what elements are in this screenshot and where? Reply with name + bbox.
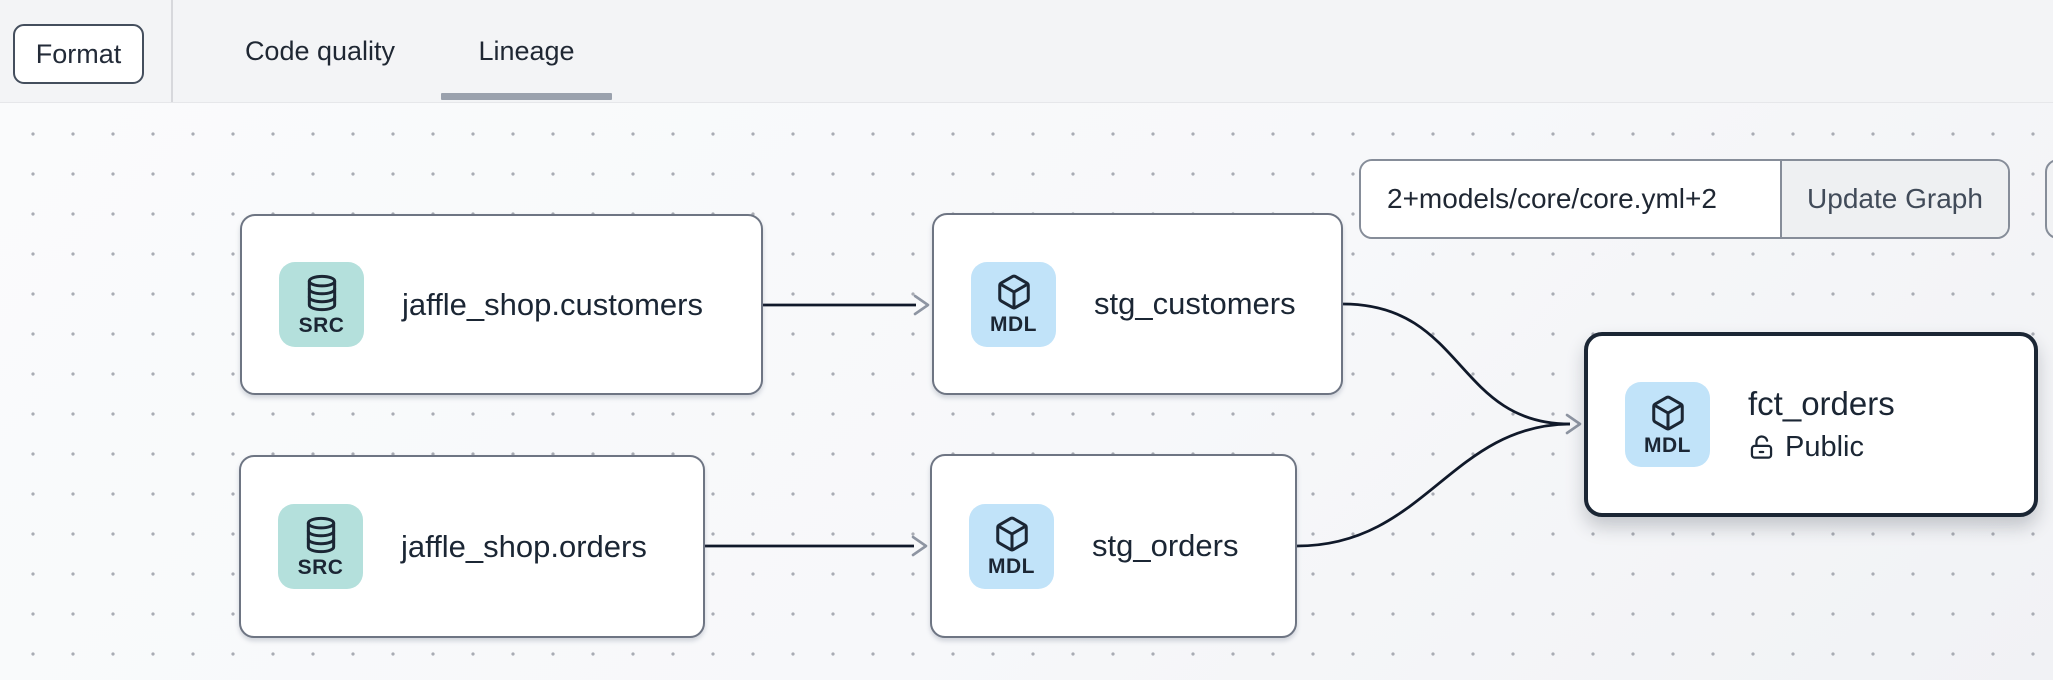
access-badge: Public — [1748, 431, 1895, 464]
edge-stg-orders-to-fct-orders[interactable] — [1296, 422, 1571, 548]
badge-label: MDL — [1644, 433, 1691, 457]
badge-label: MDL — [988, 555, 1035, 578]
lineage-selector-input[interactable] — [1361, 161, 1780, 237]
badge-label: SRC — [298, 313, 345, 337]
node-label: jaffle_shop.orders — [401, 528, 647, 564]
database-icon — [306, 516, 335, 553]
toolbar-divider — [171, 0, 173, 102]
arrowhead-icon — [1565, 413, 1582, 435]
access-label: Public — [1785, 431, 1864, 463]
node-label: stg_orders — [1092, 528, 1239, 563]
graph-node-fct-orders[interactable]: MDL fct_orders Public — [1584, 332, 2038, 517]
src-badge: SRC — [279, 262, 364, 347]
tab-lineage[interactable]: Lineage — [441, 0, 612, 102]
badge-label: SRC — [297, 555, 344, 579]
mdl-badge: MDL — [971, 261, 1056, 347]
editor-toolbar: Format Code quality Lineage — [0, 0, 2053, 103]
mdl-badge: MDL — [969, 503, 1054, 589]
src-badge: SRC — [278, 504, 363, 589]
node-label: fct_orders — [1748, 385, 1895, 422]
clipped-control-button[interactable] — [2045, 159, 2053, 239]
cube-icon — [995, 516, 1028, 552]
graph-node-stg-orders[interactable]: MDL stg_orders — [930, 454, 1297, 638]
badge-label: MDL — [990, 313, 1037, 336]
cube-icon — [997, 274, 1030, 310]
cube-icon — [1651, 395, 1684, 430]
graph-node-source-jaffle-shop-orders[interactable]: SRC jaffle_shop.orders — [239, 455, 705, 638]
graph-node-source-jaffle-shop-customers[interactable]: SRC jaffle_shop.customers — [240, 214, 763, 395]
format-button[interactable]: Format — [13, 24, 144, 84]
edge-stg-customers-to-fct-orders[interactable] — [1342, 302, 1571, 426]
database-icon — [307, 274, 336, 311]
tab-code-quality[interactable]: Code quality — [244, 35, 396, 66]
mdl-badge: MDL — [1625, 382, 1710, 467]
update-graph-button[interactable]: Update Graph — [1780, 161, 2008, 237]
arrowhead-icon — [911, 535, 928, 557]
node-label: jaffle_shop.customers — [402, 286, 703, 322]
lineage-selector-bar: Update Graph — [1359, 159, 2010, 239]
arrowhead-icon — [913, 294, 930, 316]
graph-node-stg-customers[interactable]: MDL stg_customers — [932, 213, 1343, 395]
unlock-icon — [1750, 435, 1773, 459]
node-label: stg_customers — [1094, 286, 1296, 321]
